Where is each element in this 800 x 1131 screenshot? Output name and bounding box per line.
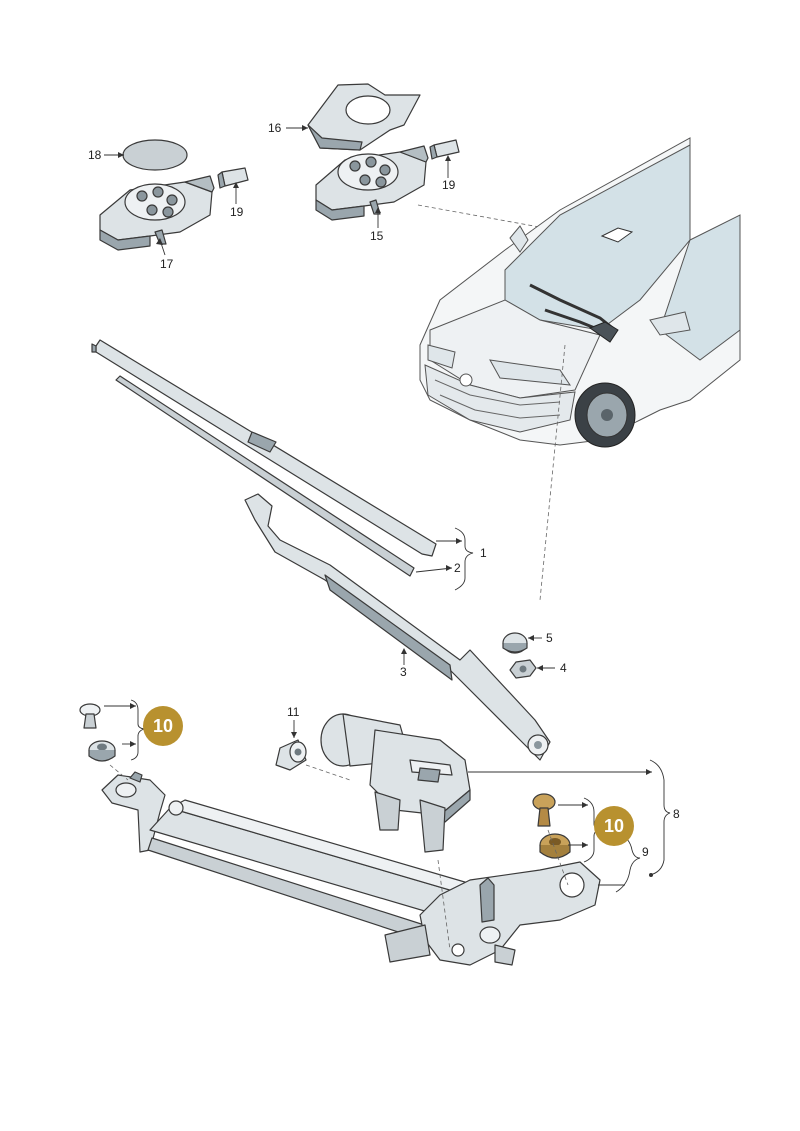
rain-sensor-part-17 — [99, 175, 215, 251]
callout-19-left: 19 — [230, 205, 244, 219]
callout-17: 17 — [160, 257, 174, 271]
rain-sensor-part-15 — [315, 145, 429, 221]
badge-10-left-label: 10 — [153, 716, 173, 736]
nut-part-4 — [509, 659, 537, 679]
bolt-right-brass — [532, 793, 556, 827]
bushing-left — [88, 740, 116, 762]
callout-9: 9 — [642, 845, 649, 859]
sensor-holder-part-16 — [307, 83, 421, 151]
badge-10-right-label: 10 — [604, 816, 624, 836]
callout-3: 3 — [400, 665, 407, 679]
badge-10-right: 10 — [594, 806, 634, 846]
connector-part-19-left — [217, 167, 249, 189]
wiper-motor-assembly — [320, 713, 471, 853]
rubber-bushing-part-11 — [275, 739, 307, 771]
wiper-linkage-frame — [101, 771, 601, 966]
callout-1: 1 — [480, 546, 487, 560]
sensor-cover-part-18 — [122, 139, 188, 171]
wiper-blade-part-1 — [91, 339, 437, 557]
callout-4: 4 — [560, 661, 567, 675]
callout-18: 18 — [88, 148, 102, 162]
bushing-right-brass — [539, 833, 571, 859]
badge-10-left: 10 — [143, 706, 183, 746]
wiper-arm-part-3 — [244, 493, 551, 761]
callout-5: 5 — [546, 631, 553, 645]
callout-19-right: 19 — [442, 178, 456, 192]
callout-11: 11 — [287, 705, 300, 719]
bolt-left — [79, 703, 101, 729]
wiper-blade-part-2 — [115, 375, 415, 577]
callout-15: 15 — [370, 229, 384, 243]
callout-8: 8 — [673, 807, 680, 821]
car-illustration — [419, 137, 741, 448]
callout-16: 16 — [268, 121, 282, 135]
cap-part-5 — [502, 632, 528, 654]
callout-2: 2 — [454, 561, 461, 575]
connector-part-19-right — [429, 139, 460, 160]
